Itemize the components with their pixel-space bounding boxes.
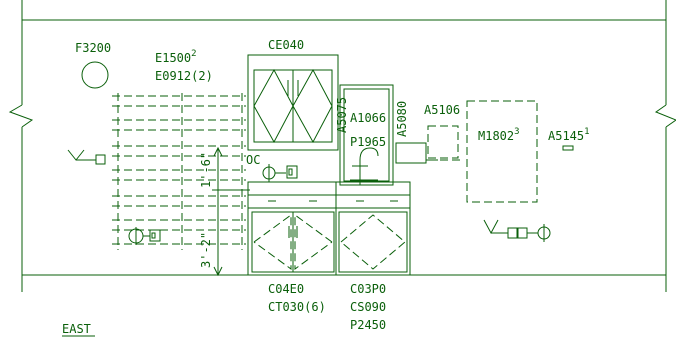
a5075-label: A5075 bbox=[335, 97, 349, 133]
base-cabinets bbox=[247, 181, 411, 276]
cs090-label: CS090 bbox=[350, 300, 386, 314]
m1802-dashed-box bbox=[466, 100, 538, 203]
p1965-label: P1965 bbox=[350, 135, 386, 149]
view-title: EAST bbox=[62, 322, 91, 336]
receptacle-symbol bbox=[128, 227, 161, 245]
dim-lower-label: 3'-2" bbox=[199, 232, 213, 268]
height-dimension bbox=[212, 146, 250, 277]
e1500-label: E15002 bbox=[155, 49, 197, 65]
f3200-label: F3200 bbox=[75, 41, 111, 55]
telephone-outlet-symbol bbox=[67, 149, 106, 165]
p2450-label: P2450 bbox=[350, 318, 386, 332]
e0912-label: E0912(2) bbox=[155, 69, 213, 83]
a1066-label: A1066 bbox=[350, 111, 386, 125]
a1066-sink-unit bbox=[339, 84, 394, 186]
right-outlet-symbols bbox=[483, 219, 551, 242]
a5106-label: A5106 bbox=[424, 103, 460, 117]
dim-upper-label: 1'-6" bbox=[199, 152, 213, 188]
f3200-circle-symbol bbox=[81, 61, 109, 89]
oc-receptacle-symbol bbox=[262, 164, 298, 182]
oc-label: OC bbox=[246, 153, 260, 167]
ce040-wall-cabinet bbox=[247, 54, 339, 151]
a5145-label: A51451 bbox=[548, 127, 590, 143]
a5106-dashed-item bbox=[426, 125, 462, 161]
a5145-symbol bbox=[562, 145, 574, 151]
a5080-label: A5080 bbox=[395, 101, 409, 137]
m1802-label: M18023 bbox=[478, 127, 520, 143]
ce040-label: CE040 bbox=[268, 38, 304, 52]
e1500-shelving bbox=[112, 93, 246, 250]
ct030-label: CT030(6) bbox=[268, 300, 326, 314]
c03p0-label: C03P0 bbox=[350, 282, 386, 296]
c04e0-label: C04E0 bbox=[268, 282, 304, 296]
a5080-box bbox=[395, 142, 427, 164]
